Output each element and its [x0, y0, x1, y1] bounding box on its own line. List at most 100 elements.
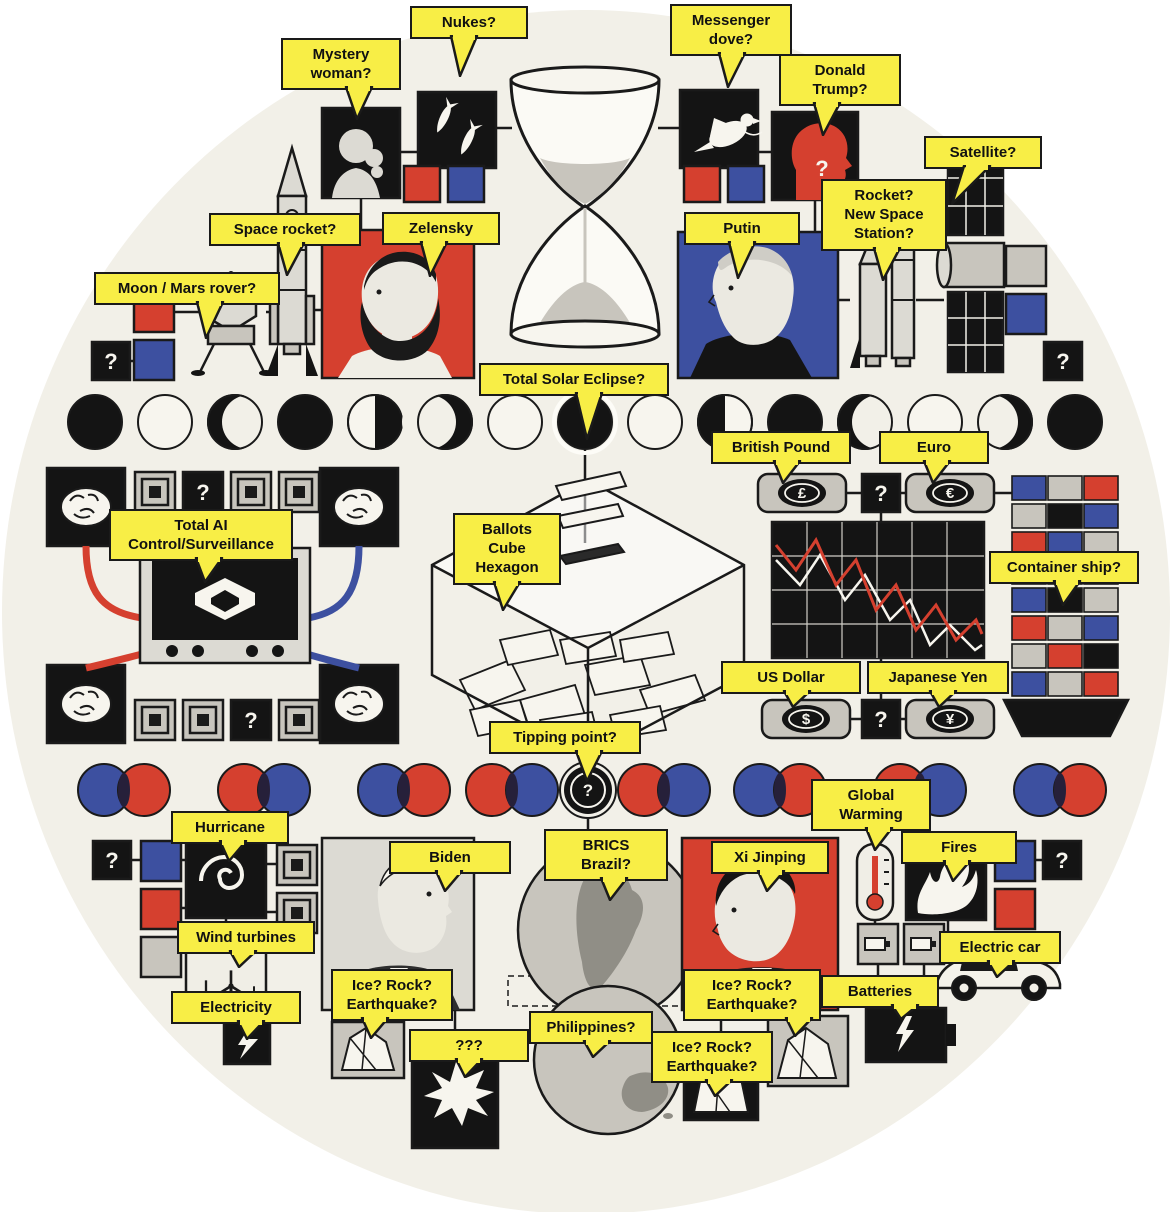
hurricane-square — [184, 836, 268, 920]
question-square: ? — [90, 340, 132, 382]
svg-text:?: ? — [583, 781, 593, 800]
label-total-solar-eclipse: Total Solar Eclipse? — [479, 363, 669, 441]
rock-square-right — [766, 1014, 850, 1088]
blue-square — [726, 164, 766, 204]
ship-hull — [1001, 698, 1131, 738]
pattern-square — [275, 843, 319, 887]
question-square: ? — [860, 472, 902, 514]
currency-pound-badge: £ — [756, 472, 848, 514]
mystery-woman-square — [320, 106, 402, 200]
label-hurricane: Hurricane — [171, 811, 289, 863]
messenger-dove-square — [678, 88, 763, 170]
svg-text:?: ? — [105, 848, 118, 873]
svg-text:$: $ — [802, 711, 811, 728]
pattern-square — [229, 470, 273, 514]
label-putin: Putin — [684, 212, 800, 280]
label-ice-rock-earthquake-left: Ice? Rock? Earthquake? — [331, 969, 453, 1040]
svg-text:?: ? — [874, 481, 887, 506]
stock-chart — [770, 520, 986, 660]
ai-surveillance-cluster: ? ? — [45, 466, 400, 745]
svg-text:?: ? — [815, 156, 828, 181]
label-batteries: Batteries — [821, 975, 939, 1021]
pattern-square — [181, 698, 225, 742]
svg-text:?: ? — [874, 707, 887, 732]
thermometer — [855, 842, 895, 922]
label-mystery-woman: Mystery woman? — [281, 38, 401, 121]
red-square — [402, 164, 442, 204]
pattern-square — [133, 470, 177, 514]
label-zelensky: Zelensky — [382, 212, 500, 278]
blue-square — [1004, 292, 1048, 336]
brain-icon — [60, 684, 112, 724]
gray-square — [139, 935, 183, 979]
ballot-card — [554, 470, 628, 502]
pattern-square — [277, 698, 321, 742]
blue-wire — [307, 545, 363, 622]
label-moon-mars-rover: Moon / Mars rover? — [94, 272, 280, 340]
big-battery — [864, 1006, 956, 1064]
brain-icon — [60, 487, 112, 527]
question-square: ? — [1041, 839, 1083, 881]
label-british-pound: British Pound — [711, 431, 851, 485]
surveillance-monitor — [138, 546, 312, 665]
label-euro: Euro — [879, 431, 989, 485]
label-us-dollar: US Dollar — [721, 661, 861, 709]
label-total-ai-control-surveillance: Total AI Control/Surveillance — [109, 509, 293, 584]
red-square — [993, 887, 1037, 931]
blue-square — [139, 839, 183, 883]
label-electric-car: Electric car — [939, 931, 1061, 979]
question-square: ? — [860, 698, 902, 740]
label-biden: Biden — [389, 841, 511, 893]
label-satellite: Satellite? — [924, 136, 1042, 206]
svg-text:?: ? — [244, 708, 257, 733]
tipping-point-eclipse: ? — [559, 761, 617, 819]
label-ballots-cube-hexagon: Ballots Cube Hexagon — [453, 513, 561, 611]
currency-dollar-badge: $ — [760, 698, 852, 740]
svg-text:?: ? — [196, 480, 209, 505]
putin-portrait — [676, 230, 840, 380]
label-ice-rock-earthquake-right: Ice? Rock? Earthquake? — [683, 969, 821, 1038]
label-ice-rock-earthquake-bottom: Ice? Rock? Earthquake? — [651, 1031, 773, 1098]
label-brics-brazil: BRICS Brazil? — [544, 829, 668, 902]
label-philippines: Philippines? — [529, 1011, 653, 1059]
question-square: ? — [1042, 340, 1084, 382]
label-xi-jinping: Xi Jinping — [711, 841, 829, 893]
electricity-square — [222, 1016, 272, 1066]
pattern-square — [133, 698, 177, 742]
label-fires: Fires — [901, 831, 1017, 883]
question-square: ? — [181, 470, 225, 514]
question-square: ? — [229, 698, 273, 742]
svg-text:?: ? — [1055, 848, 1068, 873]
label-donald-trump: Donald Trump? — [779, 54, 901, 137]
red-wire — [82, 545, 143, 622]
pattern-square — [277, 470, 321, 514]
battery-square — [902, 922, 946, 966]
rock-square-left — [330, 1020, 406, 1080]
svg-text:?: ? — [1056, 349, 1069, 374]
svg-text:?: ? — [104, 349, 117, 374]
label-global-warming: Global Warming — [811, 779, 931, 852]
brain-icon — [333, 487, 385, 527]
nukes-square — [416, 90, 498, 170]
red-square — [682, 164, 722, 204]
hourglass — [509, 65, 661, 349]
ballot-card — [556, 502, 625, 530]
svg-text:£: £ — [798, 485, 807, 502]
blue-square — [132, 338, 176, 382]
label-electricity: Electricity — [171, 991, 301, 1041]
label-unknown-splat: ??? — [409, 1029, 529, 1079]
zelensky-portrait — [320, 228, 476, 380]
label-rocket-new-space-station: Rocket? New Space Station? — [821, 179, 947, 281]
label-tipping-point: Tipping point? — [489, 721, 641, 783]
svg-text:¥: ¥ — [946, 711, 955, 728]
gray-square — [1004, 244, 1048, 288]
label-nukes-text: Nukes? — [441, 14, 497, 31]
svg-text:€: € — [946, 485, 955, 502]
label-nukes: Nukes? — [410, 6, 528, 78]
label-messenger-dove: Messenger dove? — [670, 4, 792, 89]
currency-euro-badge: € — [904, 472, 996, 514]
battery-square — [856, 922, 900, 966]
label-japanese-yen: Japanese Yen — [867, 661, 1009, 709]
